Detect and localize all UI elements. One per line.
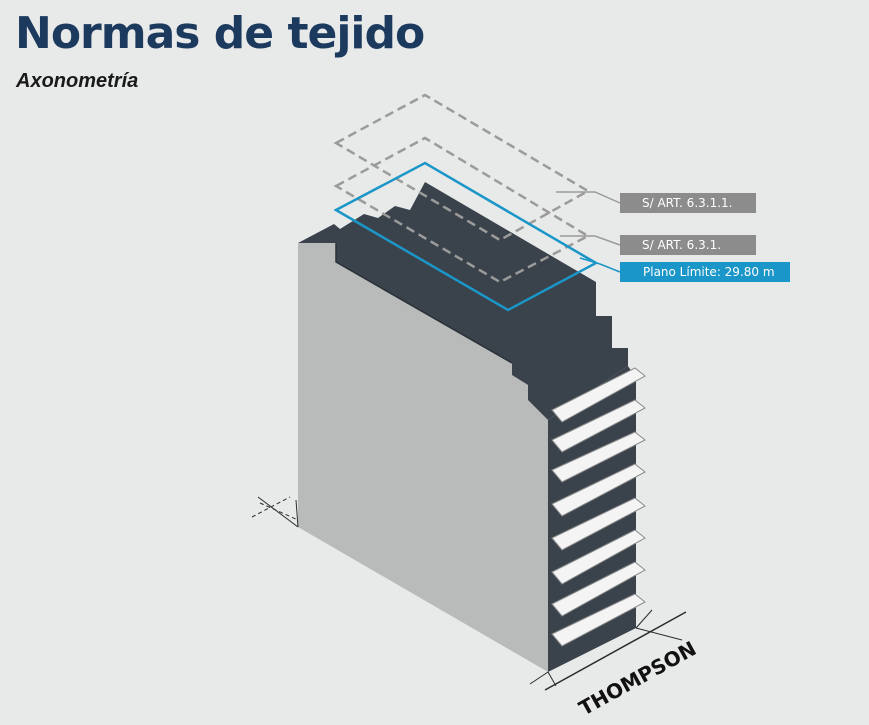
dashed-planes xyxy=(333,93,591,284)
page-subtitle: Axonometría xyxy=(16,70,139,92)
leader-art-6311 xyxy=(556,191,621,204)
building-top-volume xyxy=(298,182,628,420)
label-art-6311: S/ ART. 6.3.1.1. xyxy=(642,196,732,210)
balconies xyxy=(551,367,646,647)
balcony xyxy=(551,593,646,647)
balcony xyxy=(551,529,646,585)
setback-line xyxy=(335,243,513,364)
building-side-facade xyxy=(298,243,548,672)
balcony xyxy=(551,431,646,483)
leader-art-631 xyxy=(560,235,621,246)
plane-art-6311 xyxy=(333,93,591,242)
lot-lines xyxy=(251,496,683,687)
balcony xyxy=(551,367,646,423)
street-line xyxy=(544,611,687,691)
label-plano-limite: Plano Límite: 29.80 m xyxy=(643,265,775,279)
plane-art-631 xyxy=(333,136,591,284)
label-box-plano-limite xyxy=(620,262,790,282)
page-title: Normas de tejido xyxy=(15,8,425,59)
balcony xyxy=(551,497,646,551)
balcony xyxy=(551,399,646,453)
balcony xyxy=(551,463,646,517)
label-art-631: S/ ART. 6.3.1. xyxy=(642,238,721,252)
balcony xyxy=(551,561,646,617)
label-box-art-6311 xyxy=(620,193,756,213)
leader-plano-limite xyxy=(579,257,621,273)
label-box-art-631 xyxy=(620,235,756,255)
